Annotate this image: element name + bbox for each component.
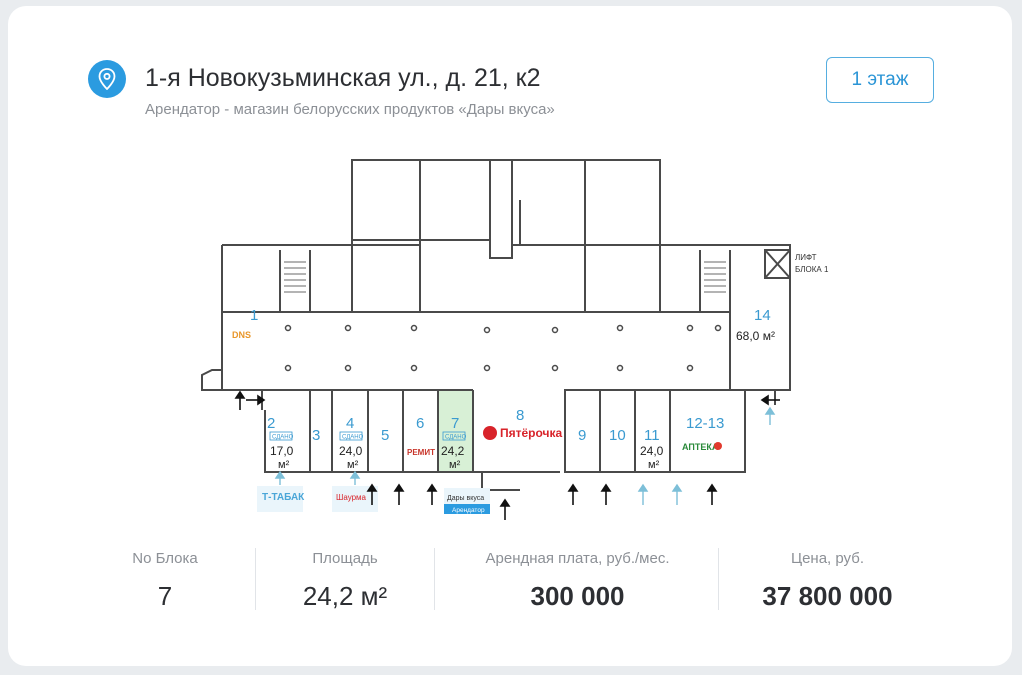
stat-value: 7 xyxy=(157,581,173,611)
block-1-number[interactable]: 1 xyxy=(250,307,258,324)
tenant-subtitle: Арендатор - магазин белорусских продукто… xyxy=(145,101,555,118)
stat-label: Арендная плата, руб./мес. xyxy=(485,550,670,567)
block-7-unit: м² xyxy=(449,459,461,471)
location-pin-icon xyxy=(88,60,126,98)
lift-label-2: БЛОКА 1 xyxy=(795,265,829,274)
block-8-number[interactable]: 8 xyxy=(516,407,524,424)
block-2-unit: м² xyxy=(278,459,290,471)
page-title: 1-я Новокузьминская ул., д. 21, к2 xyxy=(145,64,541,92)
block-10-number[interactable]: 10 xyxy=(609,427,626,444)
stat-label: Цена, руб. xyxy=(790,550,864,567)
divider xyxy=(718,548,719,610)
stat-value: 300 000 xyxy=(530,581,625,611)
block-4-area: 24,0 xyxy=(339,444,363,458)
block-7-area: 24,2 xyxy=(441,444,465,458)
apteka-icon xyxy=(714,442,722,450)
tenant-tag: Арендатор xyxy=(452,507,485,514)
block-14-area: 68,0 м² xyxy=(736,329,775,343)
daryvkusa-tag: Дары вкуса xyxy=(447,495,484,502)
pyaterochka-logo: Пятёрочка xyxy=(500,426,563,440)
lift-label: ЛИФТ xyxy=(795,253,817,262)
block-7-badge: СДАНО xyxy=(445,435,467,441)
block-9-number[interactable]: 9 xyxy=(578,427,586,444)
block-2-badge: СДАНО xyxy=(272,435,294,441)
block-12-13-number[interactable]: 12-13 xyxy=(686,415,724,432)
remit-logo: РЕМИТ xyxy=(407,448,435,457)
block-6-number[interactable]: 6 xyxy=(416,415,424,432)
divider xyxy=(255,548,256,610)
floor-plan: ЛИФТ БЛОКА 1 1 2 3 4 5 6 7 8 9 10 11 12-… xyxy=(201,159,829,520)
stat-label: Площадь xyxy=(312,550,378,567)
block-2-number[interactable]: 2 xyxy=(267,415,275,432)
block-14-number[interactable]: 14 xyxy=(754,307,771,324)
dns-logo: DNS xyxy=(232,330,251,340)
block-5-number[interactable]: 5 xyxy=(381,427,389,444)
stat-rent: Арендная плата, руб./мес. 300 000 xyxy=(450,550,705,612)
block-4-badge: СДАНО xyxy=(342,435,364,441)
block-3-number[interactable]: 3 xyxy=(312,427,320,444)
tabak-tag: Т-ТАБАК xyxy=(262,492,305,503)
pyaterochka-icon xyxy=(483,426,497,440)
block-2-area: 17,0 xyxy=(270,444,294,458)
stat-price: Цена, руб. 37 800 000 xyxy=(735,550,920,612)
apteka-logo: АПТЕКА xyxy=(682,442,719,452)
block-4-number[interactable]: 4 xyxy=(346,415,354,432)
stat-block-number: No Блока 7 xyxy=(110,550,220,612)
stat-area: Площадь 24,2 м² xyxy=(270,550,420,612)
divider xyxy=(434,548,435,610)
block-11-number[interactable]: 11 xyxy=(644,427,660,444)
block-7-number[interactable]: 7 xyxy=(451,415,459,432)
stat-value: 24,2 м² xyxy=(302,581,388,611)
block-11-area: 24,0 xyxy=(640,444,664,458)
block-11-unit: м² xyxy=(648,459,660,471)
block-4-unit: м² xyxy=(347,459,359,471)
listing-card xyxy=(8,6,1012,666)
stat-value: 37 800 000 xyxy=(762,581,893,611)
shaurma-tag: Шаурма xyxy=(336,493,367,502)
floor-selector-button[interactable]: 1 этаж xyxy=(826,57,934,103)
stat-label: No Блока xyxy=(132,550,198,567)
